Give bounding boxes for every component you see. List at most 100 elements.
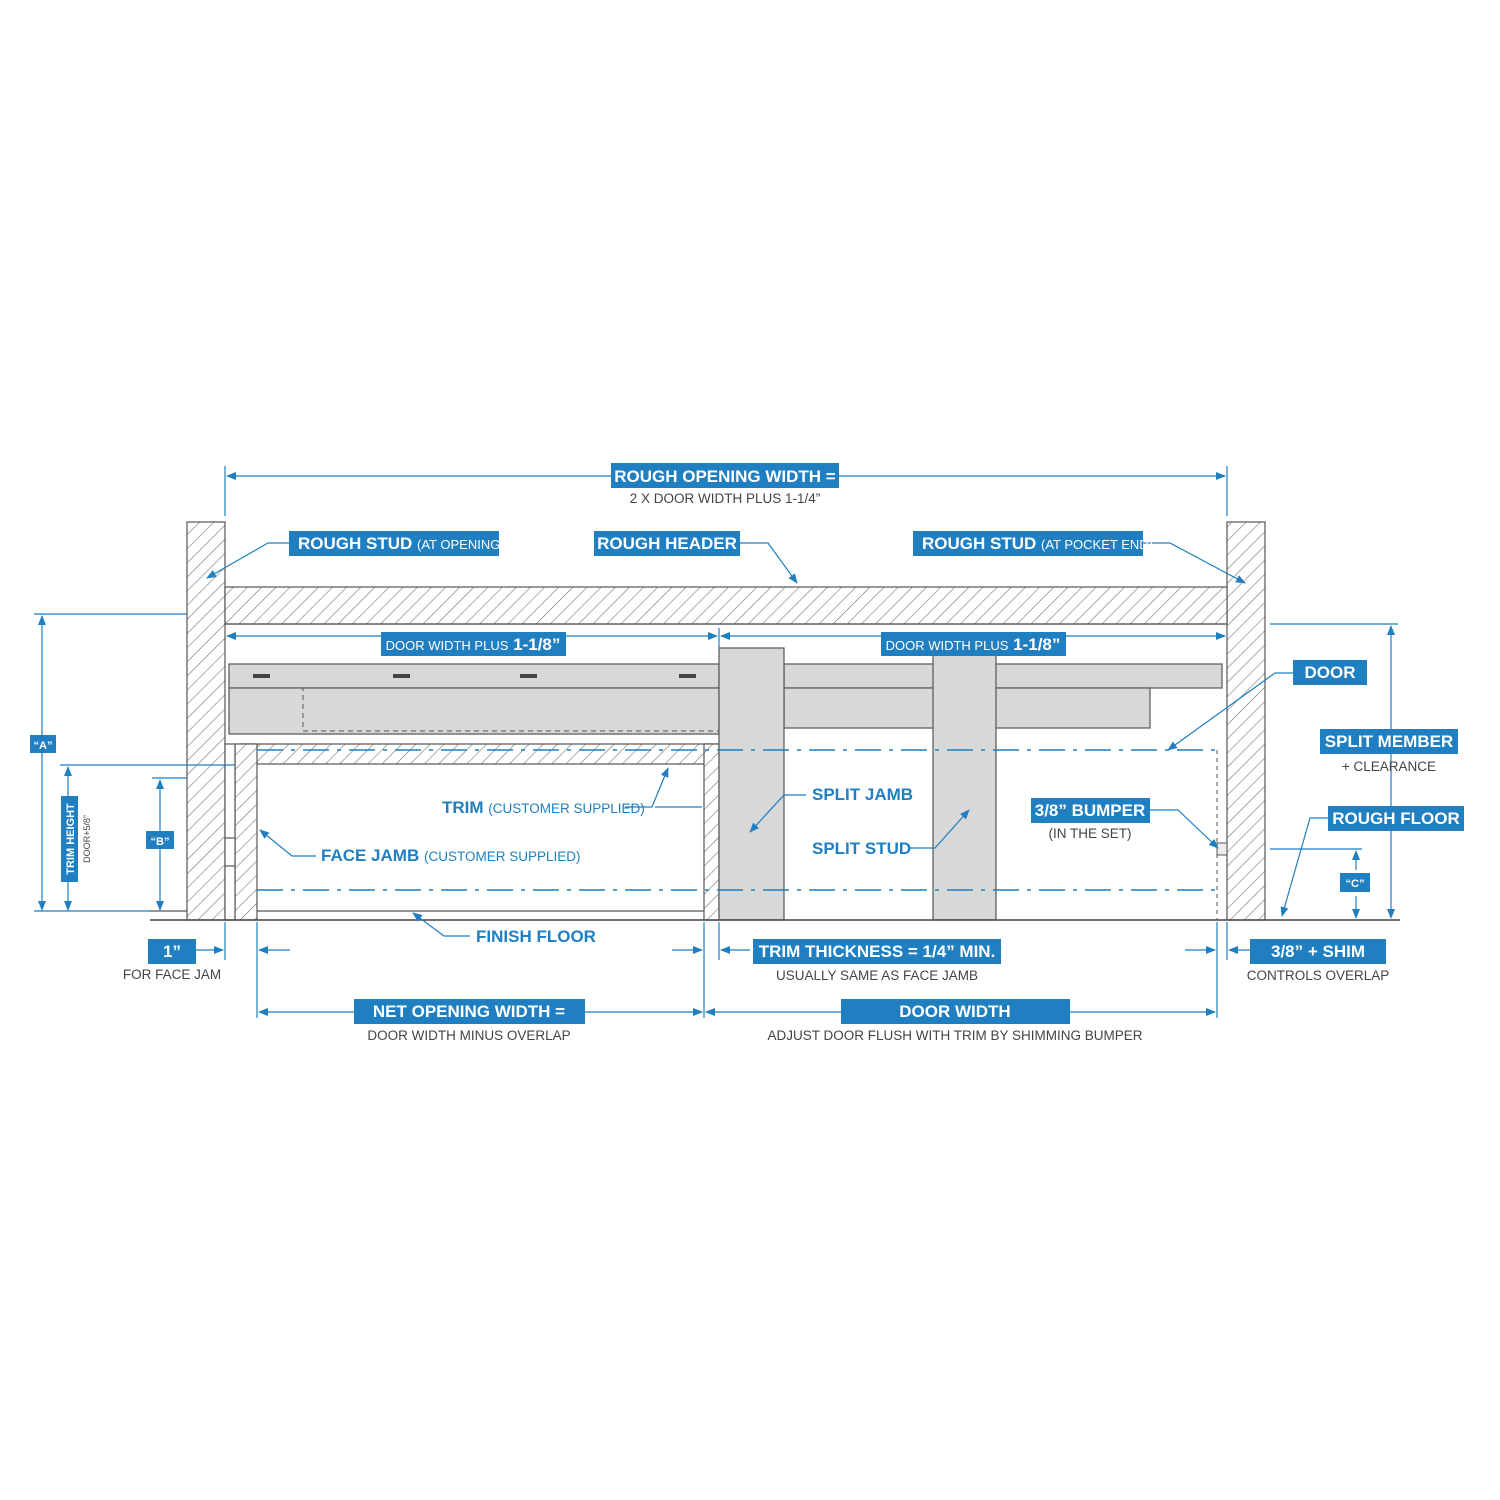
split-stud [932,654,997,921]
bumper-sub: (IN THE SET) [1048,826,1131,841]
door-width-right-bold: 1-1/8” [1013,635,1060,654]
label-split-stud: SPLIT STUD [812,839,911,858]
trim-title: TRIM [442,798,484,817]
face-jamb-left [234,743,258,921]
one-inch-sub: FOR FACE JAM [123,967,221,982]
label-rough-header: ROUGH HEADER [594,531,740,556]
face-jamb-title: FACE JAMB [321,846,419,865]
label-face-jamb: FACE JAMB (CUSTOMER SUPPLIED) [321,846,581,865]
rough-opening-sub: 2 X DOOR WIDTH PLUS 1-1/4” [630,491,821,506]
bumper-block [1216,842,1228,856]
rough-stud-pocket-sub: (AT POCKET END) [1041,537,1153,552]
leader-rough-header [740,542,798,584]
door-carrier-left [228,687,720,735]
label-b: “B” [146,831,174,849]
leader-trim [625,767,669,808]
label-shim: 3/8” + SHIM CONTROLS OVERLAP [1247,939,1390,983]
label-door: DOOR [1293,660,1367,685]
leader-door [1167,672,1293,751]
leader-rough-stud-left [206,542,289,579]
rough-stud-pocket-title: ROUGH STUD [922,534,1036,553]
label-split-member: SPLIT MEMBER + CLEARANCE [1320,729,1458,774]
leader-rough-stud-right [1143,542,1246,584]
trim-thickness-title: TRIM THICKNESS = 1/4” MIN. [759,942,996,961]
split-jamb-title: SPLIT JAMB [812,785,913,804]
leader-finish-floor [412,912,470,937]
bumper-title: 3/8” BUMPER [1035,801,1146,820]
rough-stud-opening-sub: (AT OPENING) [417,537,505,552]
one-inch-title: 1” [163,942,181,961]
leader-split-jamb [749,794,806,833]
label-rough-stud-pocket: ROUGH STUD (AT POCKET END) [913,531,1153,556]
rough-header-beam [224,586,1228,625]
b-title: “B” [151,836,170,848]
leader-split-stud [909,809,970,849]
label-rough-floor: ROUGH FLOOR [1328,806,1464,831]
svg-text:ROUGH STUD (AT OPENING): ROUGH STUD (AT OPENING) [298,534,505,553]
hanger-slot-3 [520,674,537,678]
leader-rough-floor [1280,817,1328,917]
label-c: “C” [1340,873,1370,892]
a-title: “A” [34,740,53,752]
door-width-left-pre: DOOR WIDTH PLUS [386,638,509,653]
label-trim-thickness: TRIM THICKNESS = 1/4” MIN. USUALLY SAME … [753,939,1001,983]
door-width-right-pre: DOOR WIDTH PLUS [886,638,1009,653]
svg-text:ROUGH STUD (AT POCKET END): ROUGH STUD (AT POCKET END) [922,534,1153,553]
rough-floor-title: ROUGH FLOOR [1332,809,1460,828]
trim-height-title: TRIM HEIGHT [65,803,77,875]
label-trim: TRIM (CUSTOMER SUPPLIED) [442,798,645,817]
leader-face-jamb [259,829,316,857]
net-opening-sub: DOOR WIDTH MINUS OVERLAP [367,1028,570,1043]
shim-sub: CONTROLS OVERLAP [1247,968,1390,983]
svg-text:DOOR WIDTH PLUS 1-1/8”: DOOR WIDTH PLUS 1-1/8” [386,635,561,654]
svg-text:DOOR WIDTH PLUS 1-1/8”: DOOR WIDTH PLUS 1-1/8” [886,635,1061,654]
leader-bumper [1150,809,1219,849]
split-member-title: SPLIT MEMBER [1325,732,1453,751]
shim-title: 3/8” + SHIM [1271,942,1365,961]
rough-header-title: ROUGH HEADER [597,534,737,553]
track-right [783,663,1223,689]
door-width-left-bold: 1-1/8” [513,635,560,654]
label-door-width-right: DOOR WIDTH PLUS 1-1/8” [881,632,1066,656]
door-width-title: DOOR WIDTH [899,1002,1010,1021]
label-a: “A” [30,735,56,753]
net-opening-title: NET OPENING WIDTH = [373,1002,565,1021]
label-rough-opening-width: ROUGH OPENING WIDTH = 2 X DOOR WIDTH PLU… [611,463,839,506]
track-left [228,663,720,689]
face-jamb-sub: (CUSTOMER SUPPLIED) [424,849,581,864]
hanger-slot-4 [679,674,696,678]
svg-text:TRIM (CUSTOMER SUPPLIED): TRIM (CUSTOMER SUPPLIED) [442,798,645,817]
label-door-width: DOOR WIDTH ADJUST DOOR FLUSH WITH TRIM B… [767,999,1143,1043]
finish-floor-title: FINISH FLOOR [476,927,596,946]
svg-text:FACE JAMB (CUSTOMER SUPPLIED): FACE JAMB (CUSTOMER SUPPLIED) [321,846,581,865]
c-title: “C” [1346,878,1365,890]
label-trim-height: TRIM HEIGHT DOOR+5/8” [61,796,92,882]
hanger-slot-1 [253,674,270,678]
rough-stud-right [1226,521,1266,921]
trim-head [234,743,720,765]
face-jamb-inner [224,743,236,921]
label-door-width-left: DOOR WIDTH PLUS 1-1/8” [381,632,566,656]
rough-opening-title: ROUGH OPENING WIDTH = [614,467,836,486]
trim-height-sub: DOOR+5/8” [82,815,92,863]
split-member-sub: + CLEARANCE [1342,759,1436,774]
label-net-opening: NET OPENING WIDTH = DOOR WIDTH MINUS OVE… [354,999,585,1043]
door-title: DOOR [1305,663,1356,682]
split-stud-title: SPLIT STUD [812,839,911,858]
door-width-sub: ADJUST DOOR FLUSH WITH TRIM BY SHIMMING … [767,1028,1142,1043]
label-rough-stud-opening: ROUGH STUD (AT OPENING) [289,531,505,556]
label-one-inch: 1” FOR FACE JAM [123,939,221,982]
label-finish-floor: FINISH FLOOR [476,927,596,946]
label-bumper: 3/8” BUMPER (IN THE SET) [1031,798,1150,841]
trim-sub: (CUSTOMER SUPPLIED) [488,801,645,816]
trim-right-jamb [703,743,720,921]
trim-thickness-sub: USUALLY SAME AS FACE JAMB [776,968,978,983]
rough-stud-opening-title: ROUGH STUD [298,534,412,553]
hanger-slot-2 [393,674,410,678]
door-top-dashed [229,687,719,732]
rough-stud-left [186,521,226,921]
label-split-jamb: SPLIT JAMB [812,785,913,804]
split-jamb [718,647,785,921]
